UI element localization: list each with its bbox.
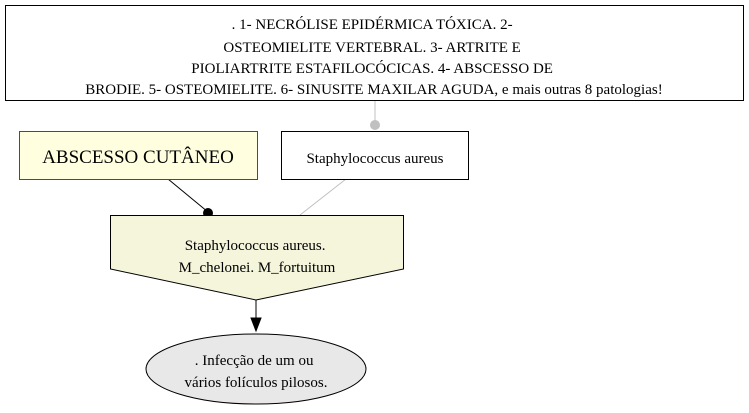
- node-disease[interactable]: ABSCESSO CUTÂNEO: [19, 131, 258, 180]
- edge-pathologies-agent: [370, 100, 380, 130]
- node-agent[interactable]: Staphylococcus aureus: [281, 131, 469, 180]
- edge-disease-agents-all: [167, 178, 213, 218]
- edge-agents-all-definition: [250, 300, 262, 333]
- agent-label: Staphylococcus aureus: [306, 151, 443, 167]
- edge-agent-agents-all: [299, 178, 347, 216]
- pathologies-line: . 1- NECRÓLISE EPIDÉRMICA TÓXICA. 2-: [232, 16, 513, 33]
- node-agents-all[interactable]: Staphylococcus aureus. M_chelonei. M_for…: [110, 215, 404, 301]
- edge-dot-icon: [370, 120, 380, 130]
- node-definition[interactable]: . Infecção de um ou vários folículos pil…: [145, 333, 367, 405]
- definition-line: . Infecção de um ou: [195, 353, 314, 369]
- agents-all-line: Staphylococcus aureus.: [185, 238, 326, 254]
- svg-text:. 1- NECRÓLISE EPIDÉRMICA TÓXI: . 1- NECRÓLISE EPIDÉRMICA TÓXICA. 2- OST…: [85, 16, 662, 98]
- pathologies-line: OSTEOMIELITE VERTEBRAL. 3- ARTRITE E: [223, 40, 520, 56]
- node-pathologies[interactable]: . 1- NECRÓLISE EPIDÉRMICA TÓXICA. 2- OST…: [5, 5, 744, 101]
- pathologies-line: PIOLIARTRITE ESTAFILOCÓCICAS. 4- ABSCESS…: [191, 60, 553, 77]
- pathologies-line: BRODIE. 5- OSTEOMIELITE. 6- SINUSITE MAX…: [85, 82, 662, 98]
- definition-line: vários folículos pilosos.: [185, 375, 328, 391]
- disease-label: ABSCESSO CUTÂNEO: [42, 146, 234, 168]
- svg-text:. Infecção de um ou vári: . Infecção de um ou vários folículos pil…: [185, 353, 328, 391]
- arrowhead-icon: [250, 317, 262, 333]
- svg-text:Staphylococcus aureus. M: Staphylococcus aureus. M_chelonei. M_for…: [179, 238, 336, 276]
- agents-all-line: M_chelonei. M_fortuitum: [179, 260, 336, 276]
